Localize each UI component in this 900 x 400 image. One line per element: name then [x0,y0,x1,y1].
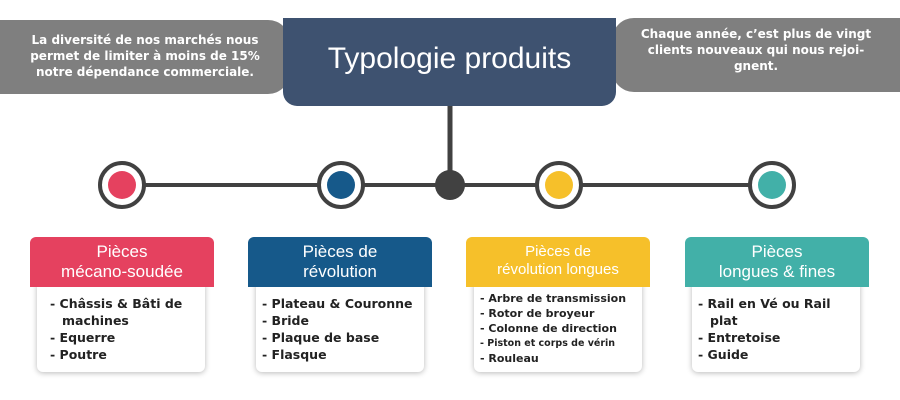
list-revolution-longues: - Arbre de transmission - Rotor de broye… [480,291,640,366]
list-item: - Rouleau [480,352,539,365]
card-heading-longues-fines: Pièces longues & fines [685,237,869,287]
list-revolution: - Plateau & Couronne - Bride - Plaque de… [262,295,422,363]
note-market-diversity: La diversité de nos marchés nous permet … [0,20,290,94]
card-heading-revolution: Pièces de révolution [248,237,432,287]
list-item: - Rail en Vé ou Rail plat [698,296,831,328]
list-item: - Châssis & Bâti de machines [50,296,183,328]
list-mecano-soudee: - Châssis & Bâti de machines - Equerre -… [50,295,200,363]
list-item: - Colonne de direction [480,322,617,335]
card-heading-revolution-longues: Pièces de révolution longues [466,237,650,287]
heading-line-1: Pièces de [302,242,378,261]
list-item: - Plateau & Couronne [262,296,413,311]
list-item: - Entretoise [698,330,781,345]
node-teal-dot [758,171,786,199]
card-mecano-soudee [37,283,205,372]
list-longues-fines: - Rail en Vé ou Rail plat - Entretoise -… [698,295,848,363]
card-revolution [256,283,424,372]
center-node [435,170,465,200]
list-item: - Piston et corps de vérin [480,338,616,349]
card-heading-mecano-soudee: Pièces mécano-soudée [30,237,214,287]
list-item: - Poutre [50,347,107,362]
heading-line-2: mécano-soudée [61,262,183,281]
list-item: - Rotor de broyeur [480,307,595,320]
card-revolution-longues [474,283,642,372]
list-item: - Bride [262,313,309,328]
list-item: - Plaque de base [262,330,380,345]
heading-line-2: longues & fines [718,262,836,281]
heading-line-2: révolution longues [497,261,619,278]
heading-line-2: révolution [303,262,377,281]
node-red-dot [108,171,136,199]
node-blue-dot [327,171,355,199]
heading-line-1: Pièces [96,242,148,261]
heading-line-1: Pièces [751,242,803,261]
node-yellow-dot [545,171,573,199]
note-new-clients: Chaque année, c’est plus de vingt client… [612,18,900,92]
list-item: - Guide [698,347,749,362]
heading-line-1: Pièces de [525,243,591,260]
list-item: - Equerre [50,330,116,345]
list-item: - Arbre de transmission [480,292,627,305]
card-longues-fines [692,283,860,372]
list-item: - Flasque [262,347,327,362]
diagram-title: Typologie produits [283,18,616,106]
